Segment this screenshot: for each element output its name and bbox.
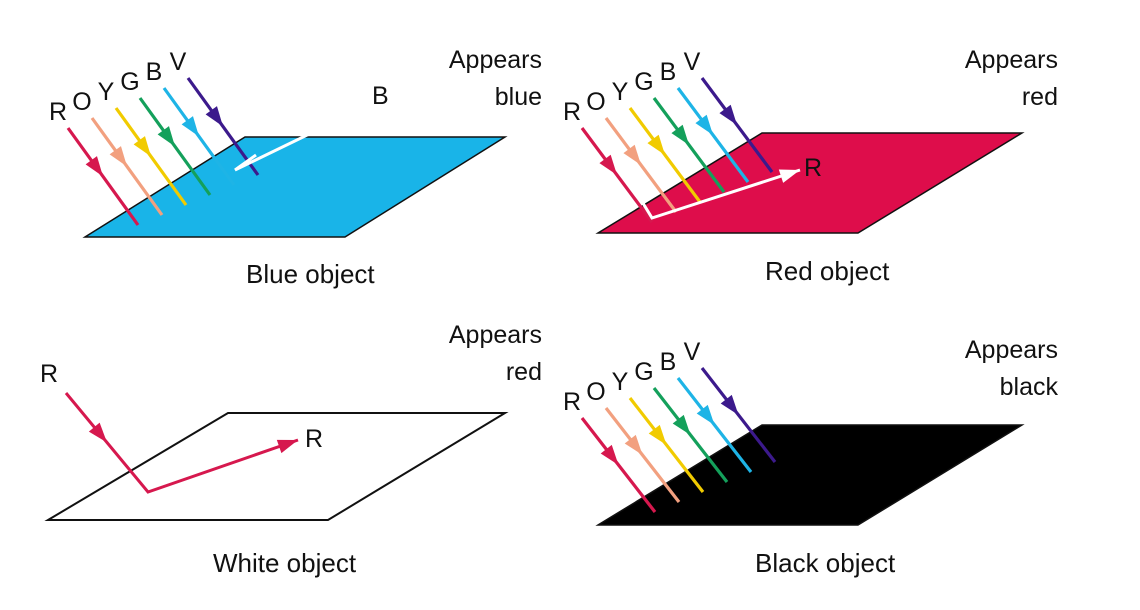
red-caption: Red object [765,256,890,286]
ray-r-label: R [563,388,581,416]
ray-r-arrowhead [599,154,617,175]
ray-g-label: G [634,358,653,386]
reflect-arrowhead [778,169,800,183]
ray-b-label: B [660,58,677,86]
ray-v-arrowhead [720,394,739,415]
ray-g-label: G [120,68,139,96]
reflect-arrowhead [345,106,367,122]
white-caption: White object [213,548,357,578]
ray-o-arrowhead [624,434,643,455]
ray-v-label: V [170,48,187,76]
black-appears-line1: Appears [965,336,1058,364]
blue-appears-line1: Appears [449,46,542,74]
ray-g-label: G [634,68,653,96]
ray-r-arrowhead [600,444,619,465]
red-reflected-label: R [804,154,822,182]
blue-appears-line2: blue [495,83,542,111]
red-appears-line2: red [1022,83,1058,111]
ray-r-arrowhead [85,156,103,177]
red-appears-line1: Appears [965,46,1058,74]
reflect-path [64,392,299,494]
ray-b-arrowhead [181,116,199,137]
ray-b-label: B [660,348,677,376]
reflect-path [622,168,801,220]
ray-v-arrowhead [205,106,223,127]
ray-b-arrowhead [695,114,713,135]
black-caption: Black object [755,548,896,578]
ray-b-label: B [146,58,163,86]
ray-o-label: O [72,88,91,116]
ray-y-label: Y [612,368,629,396]
ray-v-label: V [684,338,701,366]
red-reflected-ray [622,168,801,220]
ray-v-label: V [684,48,701,76]
ray-y-arrowhead [647,134,665,155]
ray-o-arrowhead [623,144,641,165]
ray-o-arrowhead [109,146,127,167]
blue-reflected-label: B [372,82,389,110]
reflect-path [234,104,368,172]
ray-o-label: O [586,378,605,406]
ray-y-label: Y [98,78,115,106]
ray-r-label: R [49,98,67,126]
ray-y-arrowhead [133,136,151,157]
ray-g-arrowhead [672,414,691,435]
ray-b-arrowhead [696,404,715,425]
ray-v-arrowhead [719,104,737,125]
red-surface [595,132,1025,234]
ray-g-arrowhead [671,124,689,145]
reflect-arrowhead [276,439,298,454]
white-incident-label: R [40,360,58,388]
black-appears-line2: black [1000,373,1059,401]
ray-y-arrowhead [648,424,667,445]
white-incident-ray [64,392,299,494]
ray-o-label: O [586,88,605,116]
ray-g-arrowhead [157,126,175,147]
blue-reflected-ray [234,104,368,172]
panel-white-object: R R Appears red White object [40,321,542,578]
ray-y-label: Y [612,78,629,106]
incident-arrowhead [88,422,107,443]
white-surface [44,412,509,521]
white-appears-line1: Appears [449,321,542,349]
white-reflected-label: R [305,425,323,453]
blue-caption: Blue object [246,259,375,289]
ray-r-label: R [563,98,581,126]
white-appears-line2: red [506,358,542,386]
